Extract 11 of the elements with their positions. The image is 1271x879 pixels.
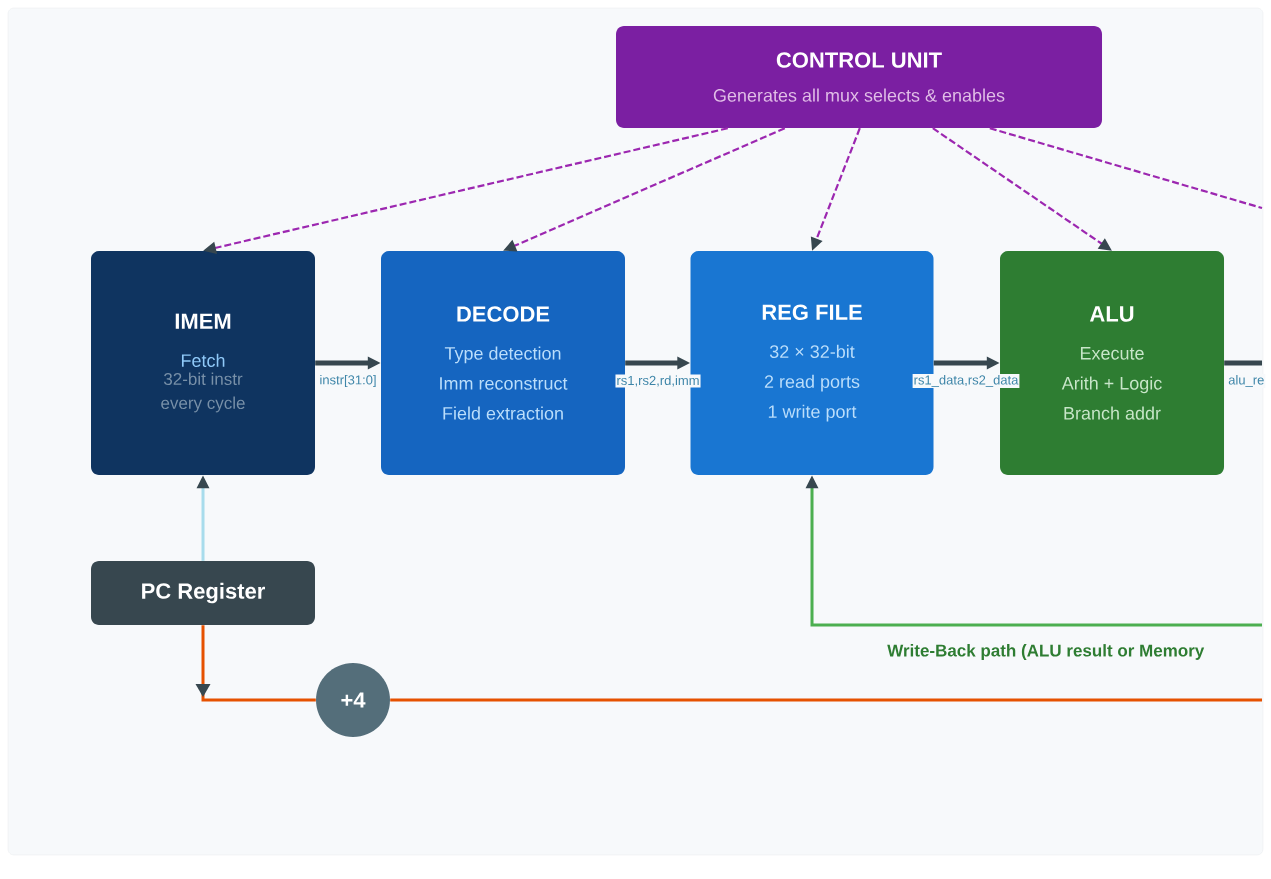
edge-label: rs1_data,rs2_data: [912, 374, 1020, 388]
arrow: [195, 625, 316, 702]
stage-box: IMEM Fetch 32-bit instr every cycle: [91, 251, 315, 475]
register-box: PC Register: [91, 561, 315, 625]
connector-line: [989, 127, 1263, 210]
connector-line: [1224, 360, 1262, 366]
control-unit-box: CONTROL UNIT Generates all mux selects & enables: [616, 26, 1102, 128]
connector-line: [390, 698, 1262, 702]
edge-label: alu_re: [1227, 374, 1266, 388]
edge-label: Write-Back path (ALU result or Memory: [887, 644, 1205, 660]
edge-label: rs1,rs2,rd,imm: [615, 374, 701, 388]
